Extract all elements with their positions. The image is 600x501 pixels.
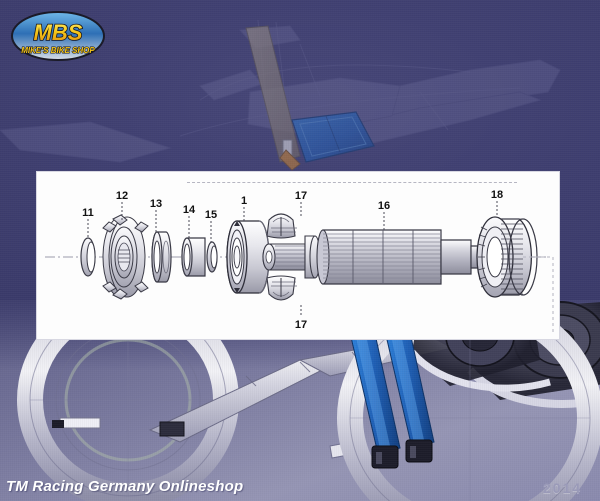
part-label-17-lower: 17 [295, 319, 307, 331]
part-11-washer [80, 237, 96, 277]
parts-diagram: 11 12 13 14 15 1 17 17 16 18 [45, 189, 554, 335]
part-label-1: 1 [241, 195, 247, 207]
leader-lines [87, 201, 498, 317]
part-label-14: 14 [183, 204, 196, 216]
part-label-13: 13 [150, 198, 162, 210]
reference-dashed-line [523, 256, 554, 335]
part-18-gear [476, 216, 538, 298]
part-1-ball-bearing [226, 220, 270, 294]
part-17-collar-lower [266, 275, 297, 301]
mbs-logo[interactable]: MBS MIKE'S BIKE SHOP [8, 8, 108, 64]
part-17-collar-upper [266, 213, 297, 239]
part-13-bearing [151, 231, 172, 283]
logo-title: MBS [34, 20, 83, 45]
part-label-17-upper: 17 [295, 190, 307, 202]
logo-tagline: MIKE'S BIKE SHOP [21, 46, 95, 55]
footer-year: 2014 [543, 480, 583, 496]
part-16-main-shaft [262, 229, 504, 285]
part-label-11: 11 [82, 207, 94, 219]
bike-illustration-top [0, 19, 561, 171]
part-14-sleeve [181, 237, 206, 277]
part-labels: 11 12 13 14 15 1 17 17 16 18 [82, 189, 503, 331]
footer-shop-title: TM Racing Germany Onlineshop [6, 478, 244, 495]
part-label-16: 16 [378, 200, 390, 212]
part-15-shim [206, 241, 218, 273]
part-12-sprocket [102, 214, 149, 300]
part-label-15: 15 [205, 209, 217, 221]
panel-top-dashed-line [187, 182, 517, 183]
part-label-12: 12 [116, 190, 128, 202]
part-label-18: 18 [491, 189, 503, 201]
parts-diagram-panel: 11 12 13 14 15 1 17 17 16 18 [37, 172, 559, 339]
